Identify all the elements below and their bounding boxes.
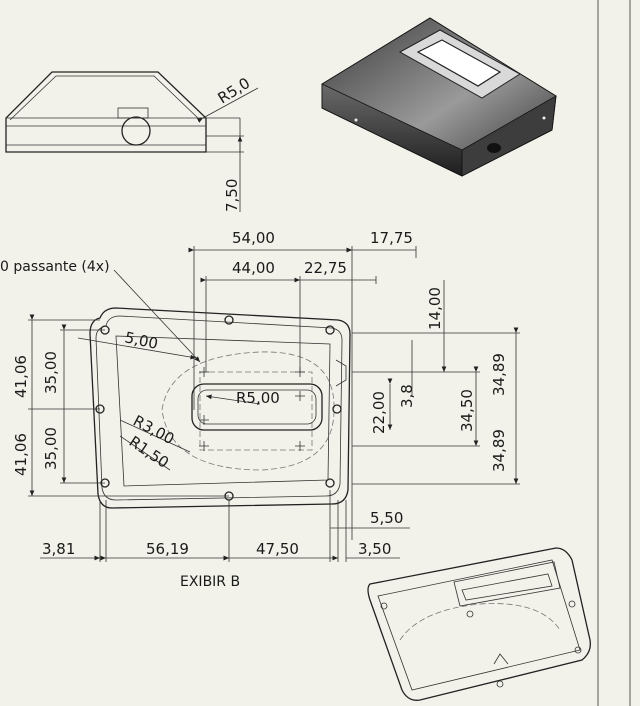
dimension-lines	[28, 246, 520, 562]
radius-label-side: R5,0	[215, 74, 254, 107]
dim-381: 3,81	[42, 540, 75, 558]
dim-4106-bot: 41,06	[12, 433, 30, 476]
dim-14: 14,00	[426, 287, 444, 330]
side-view	[5, 71, 259, 212]
dim-550: 5,50	[370, 509, 403, 527]
dim-3489-top: 34,89	[490, 353, 508, 396]
dim-35-bot: 35,00	[42, 427, 60, 470]
hole-note: 0 passante (4x)	[0, 259, 110, 275]
dim-1775: 17,75	[370, 229, 413, 247]
dim-22: 22,00	[370, 391, 388, 434]
dim-54: 54,00	[232, 229, 275, 247]
dim-500: 5,00	[123, 328, 159, 353]
dim-35-top: 35,00	[42, 351, 60, 394]
height-label-side: 7,50	[223, 179, 241, 212]
dim-4750: 47,50	[256, 540, 299, 558]
dim-r500-slot: R5,00	[236, 389, 280, 407]
dim-5619: 56,19	[146, 540, 189, 558]
dim-350: 3,50	[358, 540, 391, 558]
iso-view-shaded	[321, 17, 557, 177]
dim-38: 3,8	[398, 384, 416, 408]
dim-3450: 34,50	[458, 389, 476, 432]
dim-44: 44,00	[232, 259, 275, 277]
iso-view-wireframe	[367, 547, 591, 701]
top-view	[89, 307, 351, 509]
dim-4106-top: 41,06	[12, 355, 30, 398]
dim-3489-bot: 34,89	[490, 429, 508, 472]
dim-2275: 22,75	[304, 259, 347, 277]
view-label: EXIBIR B	[180, 574, 240, 590]
